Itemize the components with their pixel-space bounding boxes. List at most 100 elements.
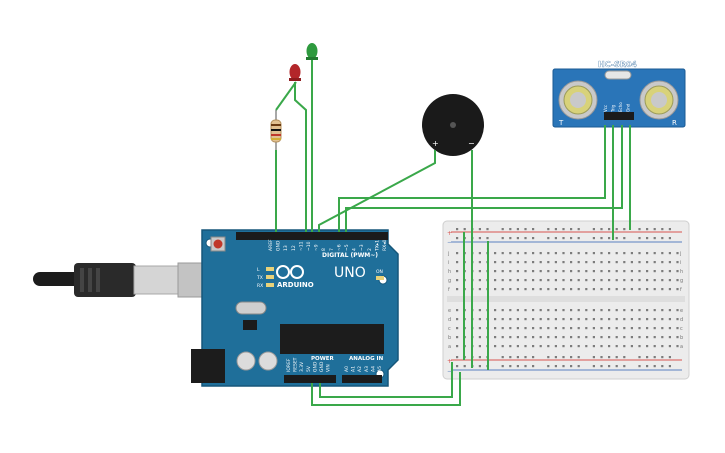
row-letter-bottom-right-0: e	[680, 308, 683, 314]
row-letter-bottom-1: d	[448, 317, 451, 323]
digital-pin-label-6: ~9	[314, 244, 320, 251]
digital-header-label: DIGITAL (PWM~)	[322, 252, 378, 259]
power-pin-label-4: GND	[312, 361, 318, 372]
wire-red-led	[294, 82, 307, 232]
sensor-pin-label-0: Vcc	[603, 105, 608, 112]
digital-pin-label-5: ~10	[306, 241, 312, 251]
onboard-led-labels: L TX RX	[256, 267, 263, 289]
row-letter-top-3: g	[448, 278, 451, 284]
row-letter-top-0: j	[447, 251, 449, 257]
wire-5v	[319, 362, 453, 398]
row-letter-top-2: h	[448, 269, 451, 275]
row-letter-bottom-right-3: b	[680, 335, 683, 341]
buzzer-plus-label: +	[432, 139, 439, 148]
wire-power-gnd	[311, 372, 461, 406]
on-label: ON	[376, 269, 383, 275]
usb-cable[interactable]	[33, 262, 209, 298]
wire-buzzer-plus	[318, 150, 436, 232]
digital-pin-label-0: AREF	[268, 239, 274, 251]
digital-pin-label-14: TX▸1	[374, 240, 380, 252]
power-jack	[191, 349, 225, 383]
row-letter-bottom-right-2: c	[680, 326, 683, 332]
rail-plus-top: +	[447, 230, 452, 237]
digital-header	[236, 232, 388, 240]
digital-pin-label-8: 7	[329, 248, 335, 251]
power-header	[284, 375, 336, 383]
power-label: POWER	[311, 356, 335, 362]
rail-minus-bottom: −	[447, 368, 452, 375]
row-letter-top-right-3: g	[680, 278, 683, 284]
sensor-corner-right: R	[672, 119, 677, 127]
sensor-pin-label-3: Gnd	[626, 103, 631, 112]
onboard-led-label-0: L	[257, 267, 260, 273]
row-letter-top-right-0: j	[679, 251, 681, 257]
digital-pin-label-11: 4	[352, 248, 358, 251]
onboard-led-label-1: TX	[256, 275, 263, 281]
wires	[275, 60, 631, 406]
buzzer-minus-label: −	[468, 139, 475, 148]
row-letter-bottom-0: e	[448, 308, 451, 314]
wire-trig	[338, 125, 606, 232]
power-pin-label-3: 5V	[306, 365, 312, 372]
row-letter-top-right-1: i	[680, 260, 681, 266]
arduino-model: UNO	[334, 265, 366, 281]
piezo-buzzer[interactable]	[422, 94, 484, 156]
arduino-uno-board[interactable]	[191, 229, 399, 387]
rail-plus-bottom: +	[447, 358, 452, 365]
sensor-pin-label-2: Echo	[618, 102, 623, 112]
onboard-led-label-2: RX	[257, 283, 263, 289]
reset-button[interactable]	[210, 236, 226, 252]
row-letter-bottom-right-1: d	[680, 317, 683, 323]
digital-pin-label-12: ~3	[359, 244, 365, 251]
row-letter-top-1: i	[448, 260, 449, 266]
rail-minus-top: −	[447, 239, 452, 246]
sensor-pin-label-1: Trig	[611, 104, 616, 113]
analog-pin-label-5: A5	[377, 366, 383, 372]
analog-pin-label-2: A2	[357, 366, 363, 372]
digital-pin-label-4: ~11	[298, 241, 304, 251]
row-letter-bottom-right-4: a	[680, 344, 683, 350]
analog-pin-label-4: A4	[370, 366, 376, 372]
breadboard-holes	[456, 228, 679, 368]
wire-echo	[345, 125, 623, 232]
analog-label: ANALOG IN	[349, 356, 384, 362]
row-letter-bottom-4: a	[448, 344, 451, 350]
digital-pin-label-2: 13	[283, 245, 289, 251]
digital-pin-label-15: RX◂0	[382, 240, 388, 251]
analog-pin-label-0: A0	[344, 366, 350, 372]
analog-header	[342, 375, 382, 383]
row-letter-bottom-2: c	[448, 326, 451, 332]
arduino-logo-text: ARDUINO	[277, 281, 314, 289]
atmega-chip	[280, 324, 384, 354]
sensor-corner-left: T	[558, 119, 564, 127]
wire-led-gnd	[275, 81, 297, 111]
digital-pin-label-10: ~5	[344, 244, 350, 251]
red-led[interactable]	[289, 64, 301, 81]
row-letter-top-right-2: h	[680, 269, 683, 275]
power-pin-label-2: 3.3V	[299, 361, 305, 372]
arduino-infinity-logo	[276, 265, 304, 279]
power-pin-label-6: VIN	[326, 364, 332, 372]
green-led[interactable]	[306, 43, 318, 60]
row-letter-top-right-4: f	[680, 287, 682, 293]
power-pin-label-0: IOREF	[286, 358, 292, 372]
power-pin-label-1: RESET	[293, 357, 299, 372]
power-pin-label-5: GND	[319, 361, 325, 372]
digital-pin-label-3: 12	[291, 245, 297, 251]
digital-pin-label-13: 2	[367, 248, 373, 251]
digital-pin-label-1: GND	[276, 240, 282, 251]
breadboard[interactable]	[442, 220, 690, 380]
analog-pin-label-1: A1	[351, 366, 357, 372]
row-letter-bottom-3: b	[448, 335, 451, 341]
digital-pin-label-7: 8	[321, 248, 327, 251]
ultrasonic-sensor[interactable]	[552, 68, 686, 128]
analog-pin-label-3: A3	[364, 366, 370, 372]
sensor-model: HC-SR04	[598, 60, 638, 69]
resistor[interactable]	[270, 110, 282, 150]
